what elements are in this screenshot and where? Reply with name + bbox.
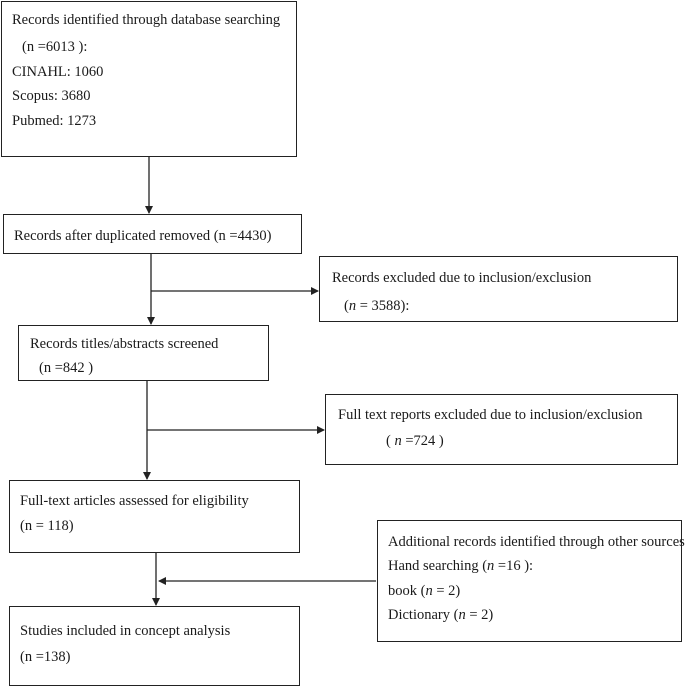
eligibility-title: Full-text articles assessed for eligibil…	[20, 493, 249, 509]
excluded-records-count: (n = 3588):	[344, 298, 410, 314]
identification-count: (n =6013 ):	[22, 39, 88, 55]
duplicates-box: Records after duplicated removed (n =443…	[3, 214, 302, 254]
screened-box: Records titles/abstracts screened (n =84…	[18, 325, 269, 381]
identification-pubmed: Pubmed: 1273	[12, 113, 97, 129]
identification-title: Records identified through database sear…	[12, 12, 281, 28]
additional-dictionary: Dictionary (n = 2)	[388, 607, 494, 623]
excluded-records-box: Records excluded due to inclusion/exclus…	[319, 256, 678, 322]
additional-records-box: Additional records identified through ot…	[377, 520, 685, 642]
screened-count: (n =842 )	[39, 360, 94, 376]
screened-title: Records titles/abstracts screened	[30, 336, 219, 352]
identification-scopus: Scopus: 3680	[12, 88, 91, 104]
eligibility-box: Full-text articles assessed for eligibil…	[9, 480, 300, 553]
additional-hand-searching: Hand searching (n =16 ):	[388, 558, 534, 574]
included-count: (n =138)	[20, 649, 71, 665]
duplicates-text: Records after duplicated removed (n =443…	[14, 228, 272, 244]
excluded-fulltext-title: Full text reports excluded due to inclus…	[338, 407, 643, 423]
included-title: Studies included in concept analysis	[20, 623, 231, 639]
identification-cinahl: CINAHL: 1060	[12, 64, 104, 80]
excluded-records-title: Records excluded due to inclusion/exclus…	[332, 270, 592, 286]
additional-book: book (n = 2)	[388, 583, 461, 599]
included-box: Studies included in concept analysis (n …	[9, 606, 300, 686]
identification-box: Records identified through database sear…	[1, 1, 297, 157]
additional-title: Additional records identified through ot…	[388, 534, 685, 550]
excluded-fulltext-box: Full text reports excluded due to inclus…	[325, 394, 678, 465]
excluded-fulltext-count: ( n =724 )	[386, 433, 444, 449]
eligibility-count: (n = 118)	[20, 518, 74, 534]
